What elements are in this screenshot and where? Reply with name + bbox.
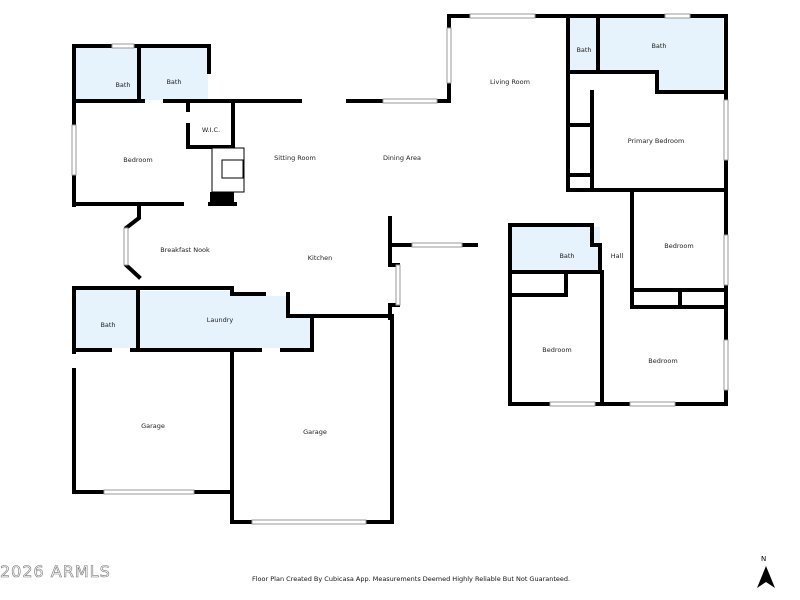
- room-label-bath: Bath: [166, 78, 181, 86]
- room-label-bath: Bath: [100, 321, 115, 329]
- room-label-dining-area: Dining Area: [383, 154, 421, 162]
- room-label-garage: Garage: [141, 422, 165, 430]
- room-label-bath: Bath: [115, 81, 130, 89]
- north-arrow-icon: [757, 566, 775, 588]
- room-label-laundry: Laundry: [207, 316, 234, 324]
- north-label: N: [761, 555, 767, 563]
- room-label-bath: Bath: [651, 42, 666, 50]
- room-label-bedroom: Bedroom: [123, 156, 152, 164]
- room-label-wic: W.I.C.: [202, 126, 220, 134]
- walls: [72, 14, 728, 524]
- room-label-sitting-room: Sitting Room: [274, 154, 316, 162]
- room-labels: Bath Bath W.I.C. Bedroom Sitting Room Di…: [100, 42, 693, 436]
- windows: [71, 13, 729, 525]
- room-label-primary-bedroom: Primary Bedroom: [628, 137, 685, 145]
- watermark: 2026 ARMLS: [0, 562, 111, 582]
- room-label-bedroom: Bedroom: [664, 242, 693, 250]
- room-label-bedroom: Bedroom: [648, 357, 677, 365]
- room-label-kitchen: Kitchen: [308, 254, 332, 262]
- disclaimer: Floor Plan Created By Cubicasa App. Meas…: [252, 575, 571, 583]
- room-label-breakfast-nook: Breakfast Nook: [160, 246, 210, 254]
- room-label-garage: Garage: [303, 428, 327, 436]
- room-label-hall: Hall: [611, 252, 624, 260]
- room-label-living-room: Living Room: [490, 78, 530, 86]
- room-label-bedroom: Bedroom: [542, 346, 571, 354]
- room-label-bath: Bath: [576, 46, 591, 54]
- room-label-bath: Bath: [559, 252, 574, 260]
